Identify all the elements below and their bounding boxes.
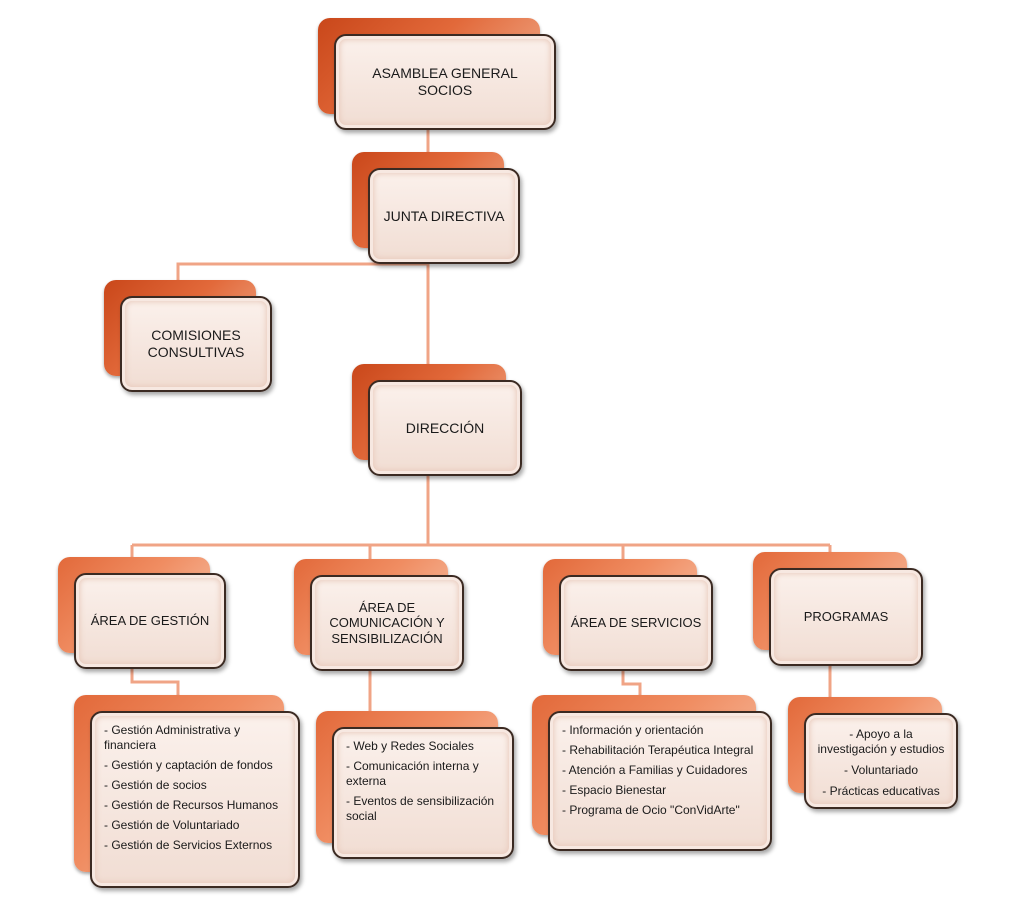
list-servicios: Información y orientación Rehabilitación…	[532, 695, 772, 851]
node-junta: JUNTA DIRECTIVA	[352, 152, 520, 264]
list-item: Espacio Bienestar	[562, 783, 760, 798]
list-comunicacion: Web y Redes Sociales Comunicación intern…	[316, 711, 514, 859]
node-direccion: DIRECCIÓN	[352, 364, 522, 476]
list-item: Programa de Ocio "ConVidArte"	[562, 803, 760, 818]
list-gestion: Gestión Administrativa y financiera Gest…	[74, 695, 300, 888]
node-comisiones: COMISIONES CONSULTIVAS	[104, 280, 272, 392]
node-comisiones-label: COMISIONES CONSULTIVAS	[147, 327, 245, 360]
list-gestion-items: Gestión Administrativa y financiera Gest…	[104, 723, 288, 853]
node-area-comunicacion: ÁREA DE COMUNICACIÓN Y SENSIBILIZACIÓN	[294, 559, 464, 671]
list-item: Gestión de Servicios Externos	[104, 838, 288, 853]
node-area-gestion: ÁREA DE GESTIÓN	[58, 557, 226, 669]
list-programas: Apoyo a la investigación y estudios Volu…	[788, 697, 958, 809]
list-item: Voluntariado	[814, 763, 948, 778]
list-servicios-items: Información y orientación Rehabilitación…	[562, 723, 760, 818]
list-item: Gestión de socios	[104, 778, 288, 793]
list-item: Gestión de Recursos Humanos	[104, 798, 288, 813]
node-junta-label: JUNTA DIRECTIVA	[383, 207, 505, 224]
list-programas-items: Apoyo a la investigación y estudios Volu…	[814, 727, 948, 799]
list-comunicacion-items: Web y Redes Sociales Comunicación intern…	[346, 739, 502, 824]
node-area-gestion-label: ÁREA DE GESTIÓN	[90, 613, 210, 629]
node-area-servicios: ÁREA DE SERVICIOS	[543, 559, 713, 671]
node-area-comunicacion-label: ÁREA DE COMUNICACIÓN Y SENSIBILIZACIÓN	[329, 599, 445, 646]
node-asamblea-label: ASAMBLEA GENERAL SOCIOS	[372, 65, 518, 98]
node-asamblea: ASAMBLEA GENERAL SOCIOS	[318, 18, 556, 130]
node-direccion-label: DIRECCIÓN	[405, 419, 485, 436]
list-item: Prácticas educativas	[814, 784, 948, 799]
node-programas-label: PROGRAMAS	[803, 609, 889, 625]
list-item: Eventos de sensibilización social	[346, 794, 502, 824]
node-programas: PROGRAMAS	[753, 552, 923, 666]
list-item: Gestión de Voluntariado	[104, 818, 288, 833]
node-area-servicios-label: ÁREA DE SERVICIOS	[570, 615, 702, 631]
list-item: Gestión y captación de fondos	[104, 758, 288, 773]
list-item: Información y orientación	[562, 723, 760, 738]
list-item: Web y Redes Sociales	[346, 739, 502, 754]
list-item: Atención a Familias y Cuidadores	[562, 763, 760, 778]
list-item: Comunicación interna y externa	[346, 759, 502, 789]
list-item: Gestión Administrativa y financiera	[104, 723, 288, 753]
list-item: Apoyo a la investigación y estudios	[814, 727, 948, 757]
list-item: Rehabilitación Terapéutica Integral	[562, 743, 760, 758]
